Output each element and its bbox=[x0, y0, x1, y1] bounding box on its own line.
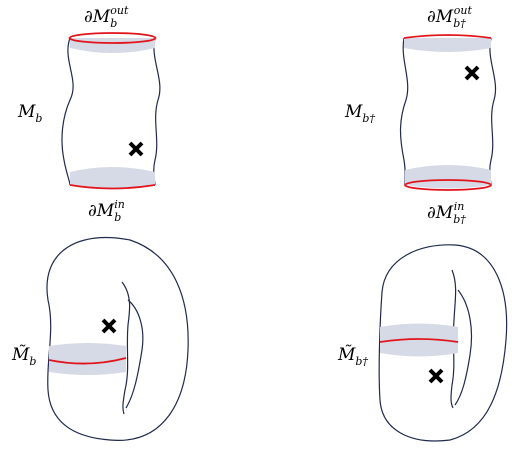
panel-tmbd-torus bbox=[378, 244, 508, 442]
tmb-inner-hole bbox=[121, 281, 144, 415]
label-mb-in: ∂Mbin bbox=[88, 198, 125, 224]
mb-cross-marker bbox=[128, 141, 144, 157]
label-mbd: Mb† bbox=[344, 102, 375, 125]
tmb-boundary bbox=[48, 357, 127, 365]
mbd-cross-marker bbox=[464, 65, 480, 81]
mb-cylinder-outline bbox=[61, 37, 161, 186]
label-mbd-out: ∂Mb†out bbox=[427, 4, 472, 30]
mb-out-band bbox=[70, 38, 155, 53]
label-mb-out: ∂Mbout bbox=[84, 4, 129, 30]
panel-mb-cylinder bbox=[61, 32, 161, 190]
label-tmb: M̃b bbox=[11, 345, 36, 368]
mb-in-band bbox=[70, 167, 155, 189]
mbd-out-band bbox=[404, 38, 491, 52]
tmb-outer-outline bbox=[46, 236, 189, 441]
mb-out-boundary bbox=[68, 32, 157, 44]
tmbd-band bbox=[380, 323, 458, 357]
tmbd-outer-outline bbox=[378, 244, 508, 442]
tmb-cross-marker bbox=[101, 318, 117, 334]
panel-mbd-cylinder bbox=[399, 34, 497, 191]
tmbd-boundary bbox=[379, 338, 459, 343]
label-mb: Mb bbox=[17, 102, 42, 125]
mbd-in-band bbox=[405, 165, 491, 189]
mbd-out-boundary bbox=[403, 34, 492, 39]
mbd-in-boundary bbox=[404, 179, 492, 191]
tmbd-inner-hole bbox=[450, 269, 473, 409]
label-mbd-in: ∂Mb†in bbox=[427, 200, 466, 226]
label-tmbd: M̃b† bbox=[337, 345, 368, 368]
tmb-band bbox=[49, 343, 126, 375]
mbd-cylinder-outline bbox=[399, 37, 497, 186]
mb-in-boundary bbox=[69, 184, 156, 190]
tmbd-cross-marker bbox=[428, 368, 444, 384]
panel-tmb-torus bbox=[46, 236, 189, 441]
